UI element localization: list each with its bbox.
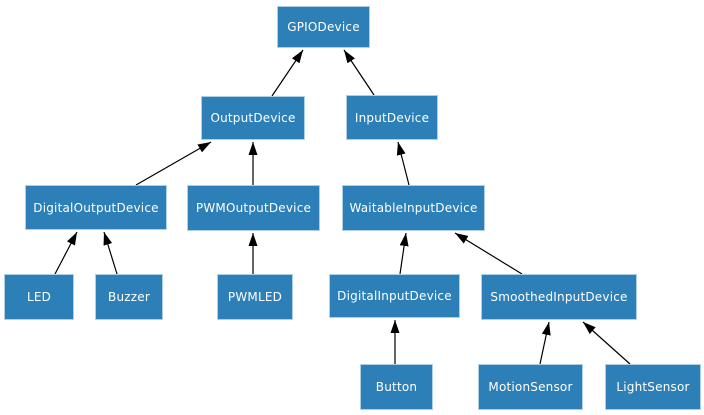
node-digitalinputdevice: DigitalInputDevice bbox=[329, 274, 460, 318]
node-pwmoutputdevice: PWMOutputDevice bbox=[187, 185, 320, 231]
edge-led-to-digitaloutputdevice bbox=[54, 231, 78, 275]
edge-waitableinputdevice-to-inputdevice bbox=[396, 141, 410, 186]
node-smoothedinputdevice: SmoothedInputDevice bbox=[481, 274, 637, 320]
edge-digitalinputdevice-to-waitableinputdevice bbox=[399, 232, 409, 275]
node-outputdevice: OutputDevice bbox=[201, 96, 305, 140]
node-lightsensor: LightSensor bbox=[605, 364, 701, 410]
node-digitaloutputdevice: DigitalOutputDevice bbox=[25, 185, 167, 230]
node-pwmled: PWMLED bbox=[217, 274, 293, 320]
node-gpiodevice: GPIODevice bbox=[277, 6, 370, 48]
node-inputdevice: InputDevice bbox=[346, 95, 438, 140]
node-motionsensor: MotionSensor bbox=[478, 364, 583, 410]
edge-motionsensor-to-smoothedinputdevice bbox=[539, 321, 551, 365]
edge-smoothedinputdevice-to-waitableinputdevice bbox=[454, 232, 523, 275]
node-button: Button bbox=[360, 364, 433, 410]
node-buzzer: Buzzer bbox=[95, 274, 163, 320]
edge-digitaloutputdevice-to-outputdevice bbox=[135, 141, 212, 186]
edge-outputdevice-to-gpiodevice bbox=[271, 49, 304, 97]
node-led: LED bbox=[4, 274, 74, 320]
node-waitableinputdevice: WaitableInputDevice bbox=[342, 185, 485, 231]
edge-lightsensor-to-smoothedinputdevice bbox=[582, 321, 631, 365]
edge-inputdevice-to-gpiodevice bbox=[343, 49, 375, 96]
edge-buzzer-to-digitaloutputdevice bbox=[103, 231, 118, 275]
